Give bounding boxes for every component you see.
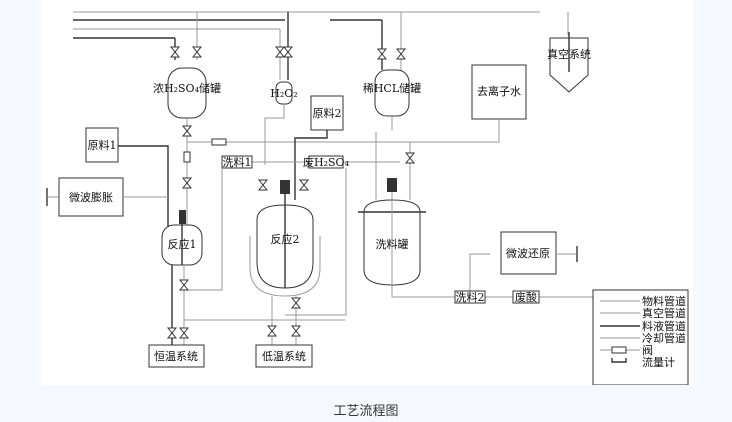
conc-h2so4-tank[interactable]: 浓H₂SO₄储罐 xyxy=(153,67,221,119)
raw-material-2-box[interactable]: 原料2 xyxy=(310,95,344,131)
raw-material-2-label: 原料2 xyxy=(313,106,342,120)
vacuum-system[interactable]: 真空系统 xyxy=(547,32,591,93)
raw-material-1-box[interactable]: 原料1 xyxy=(85,127,119,163)
cryogenic-system-label: 低温系统 xyxy=(262,350,306,363)
h2o2-tank[interactable]: H₂O₂ xyxy=(270,81,298,105)
dilute-hcl-tank-label: 稀HCL储罐 xyxy=(363,81,421,95)
legend-cooling-pipe: 冷却管道 xyxy=(642,331,686,345)
thermostat-system-box[interactable]: 恒温系统 xyxy=(148,344,205,368)
legend-flowmeter: 流量计 xyxy=(642,355,675,369)
legend-vacuum-pipe: 真空管道 xyxy=(642,306,686,320)
vacuum-system-label: 真空系统 xyxy=(547,47,591,61)
waste-h2so4-tag[interactable]: 废H₂SO₄ xyxy=(303,155,350,169)
legend-liquid-pipe: 料液管道 xyxy=(642,319,686,333)
wash-1-label: 洗料1 xyxy=(223,155,252,169)
deionized-water-label: 去离子水 xyxy=(477,84,521,98)
reactor-2[interactable]: 反应2 xyxy=(249,180,321,297)
diagram-panel: 浓H₂SO₄储罐 H₂O₂ 稀HCL储罐 去离子水 真空系统 原料1 原料2 洗… xyxy=(41,0,693,386)
process-flow-diagram: 浓H₂SO₄储罐 H₂O₂ 稀HCL储罐 去离子水 真空系统 原料1 原料2 洗… xyxy=(46,11,689,386)
waste-acid-label: 废酸 xyxy=(515,290,537,304)
deionized-water-box[interactable]: 去离子水 xyxy=(471,64,527,120)
reactor-1[interactable]: 反应1 xyxy=(161,210,203,266)
wash-1-tag[interactable]: 洗料1 xyxy=(221,155,253,169)
microwave-expansion-label: 微波膨胀 xyxy=(69,190,113,204)
legend: 物料管道 真空管道 料液管道 冷却管道 阀 流量计 xyxy=(592,289,689,386)
raw-material-1-label: 原料1 xyxy=(88,138,117,152)
h2o2-label: H₂O₂ xyxy=(270,87,297,100)
figure-caption: 工艺流程图 xyxy=(333,404,399,419)
wash-2-tag[interactable]: 洗料2 xyxy=(454,290,486,304)
wash-2-label: 洗料2 xyxy=(456,290,485,304)
header-pipes xyxy=(73,11,569,80)
reactor-1-label: 反应1 xyxy=(168,237,197,251)
waste-h2so4-label: 废H₂SO₄ xyxy=(303,155,350,169)
cryogenic-system-box[interactable]: 低温系统 xyxy=(255,344,313,368)
microwave-reduction-label: 微波还原 xyxy=(506,246,550,260)
legend-material-pipe: 物料管道 xyxy=(642,294,686,308)
thermostat-system-label: 恒温系统 xyxy=(154,350,198,363)
reactor-2-label: 反应2 xyxy=(271,232,300,246)
wash-tank-label: 洗料罐 xyxy=(376,237,409,251)
legend-valve: 阀 xyxy=(642,343,653,357)
dilute-hcl-tank[interactable]: 稀HCL储罐 xyxy=(363,69,421,117)
wash-tank[interactable]: 洗料罐 xyxy=(358,178,426,286)
microwave-expansion-unit[interactable]: 微波膨胀 xyxy=(46,177,168,217)
conc-h2so4-tank-label: 浓H₂SO₄储罐 xyxy=(153,81,221,95)
waste-acid-tag[interactable]: 废酸 xyxy=(512,290,540,304)
microwave-reduction-unit[interactable]: 微波还原 xyxy=(500,231,578,275)
